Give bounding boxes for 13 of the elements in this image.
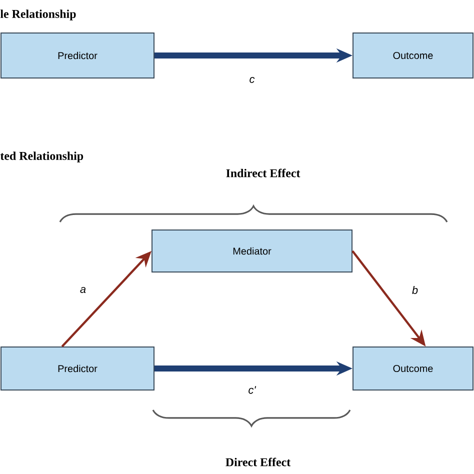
process-box: Outcome — [352, 32, 474, 78]
edge-label: a — [80, 287, 86, 293]
edge-label: c — [250, 77, 255, 83]
edge-label: c' — [248, 386, 256, 394]
heading: le Relationship — [0, 10, 76, 20]
brace-label: Direct Effect — [226, 458, 291, 466]
edge-label: b — [412, 286, 418, 294]
brace-label: Indirect Effect — [226, 168, 300, 178]
heading: ted Relationship — [0, 152, 84, 162]
process-box: Predictor — [0, 32, 154, 78]
process-box: Outcome — [352, 346, 474, 390]
process-box: Mediator — [152, 230, 352, 272]
process-box: Predictor — [0, 346, 154, 390]
